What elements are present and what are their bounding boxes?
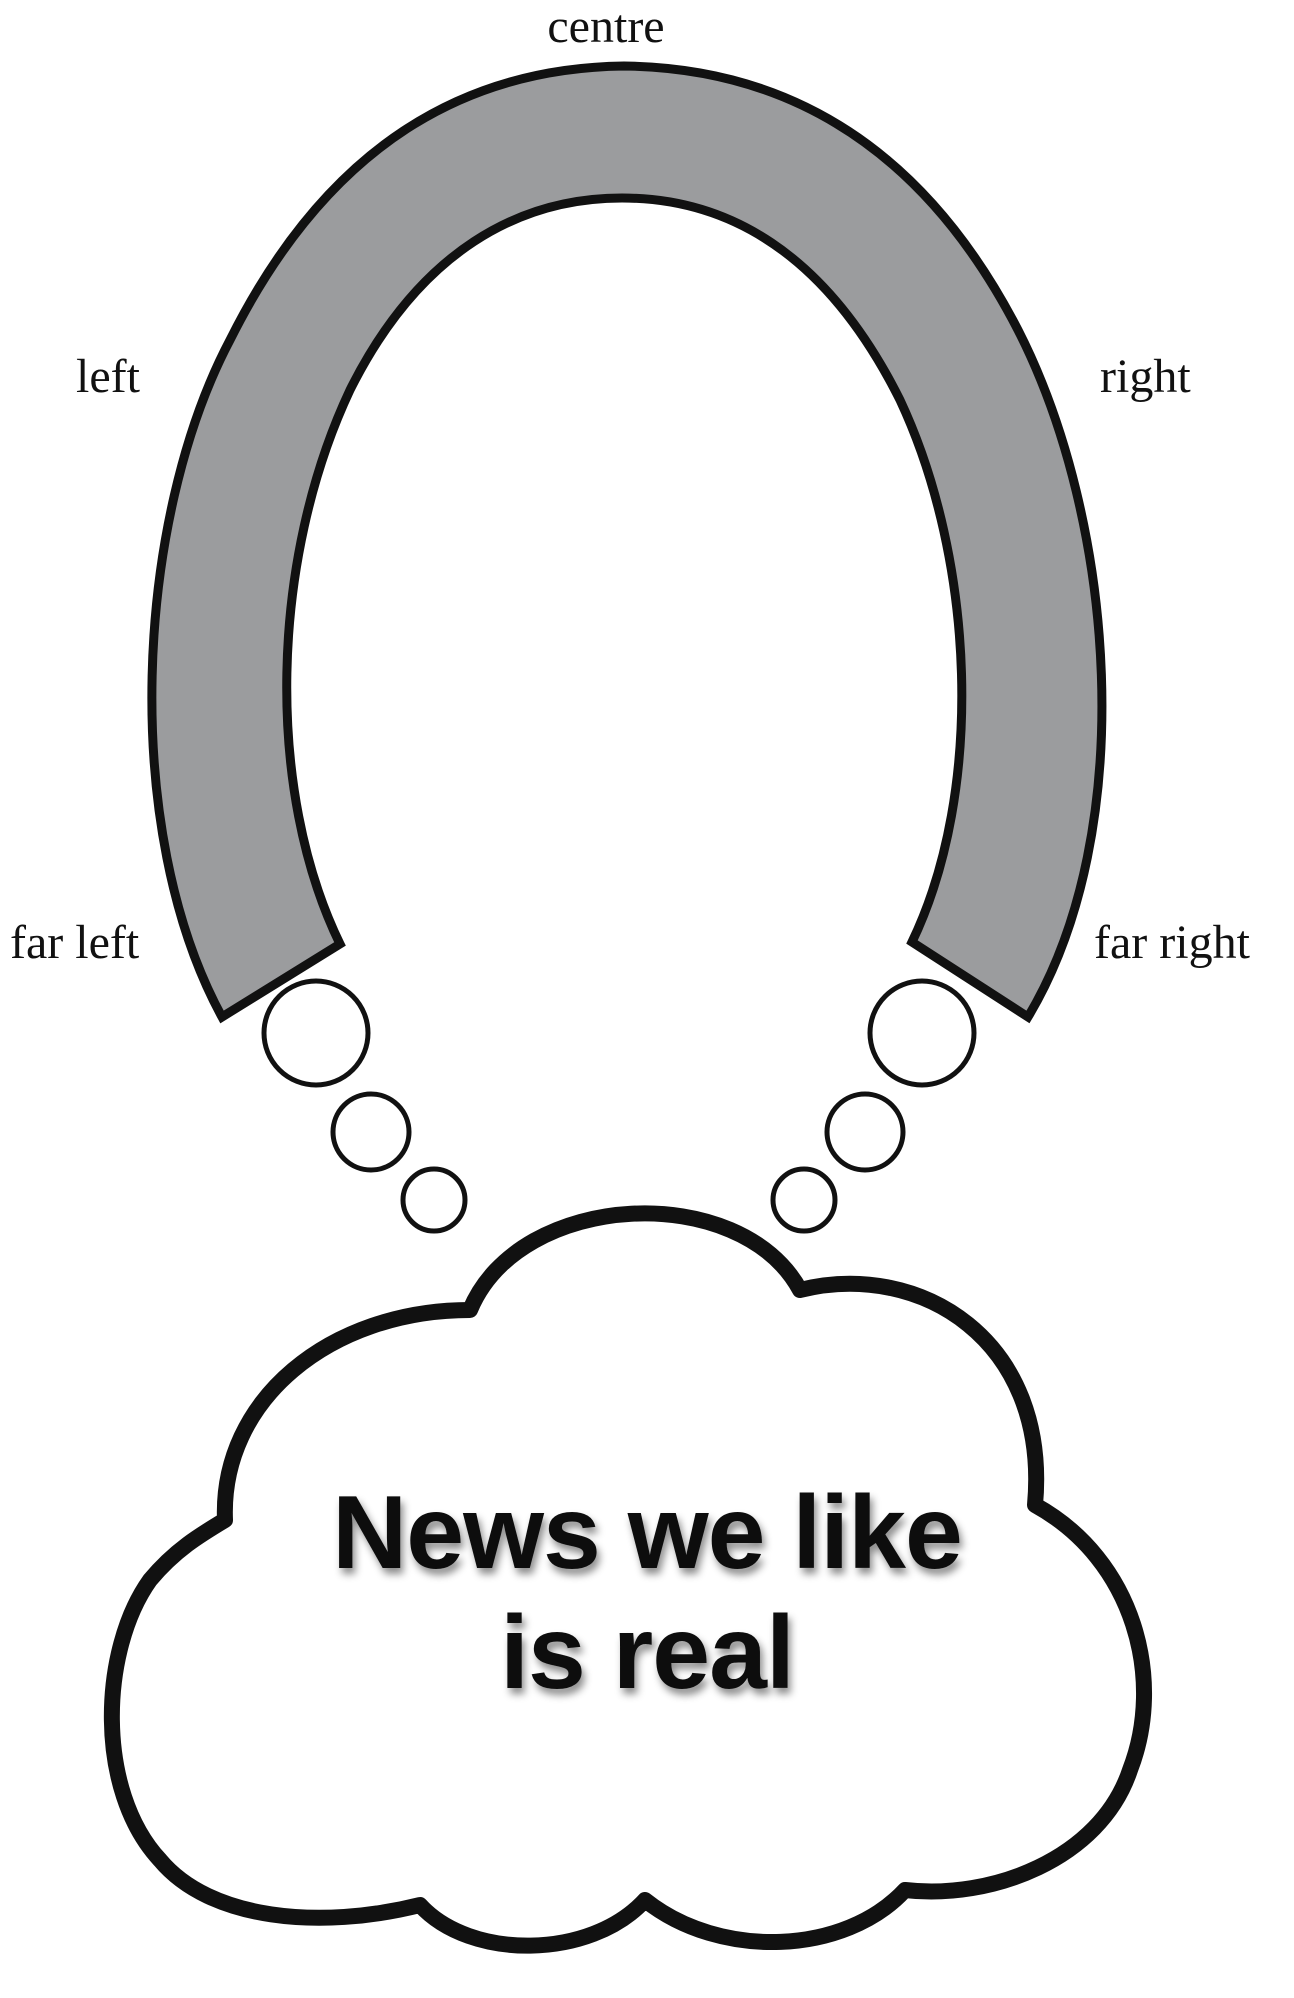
cloud-text-line-2: is real bbox=[500, 1595, 794, 1711]
label-far-right: far right bbox=[1094, 916, 1251, 969]
label-far-left: far left bbox=[10, 916, 140, 969]
spectrum-arc bbox=[147, 61, 1107, 1024]
thought-cloud bbox=[103, 1205, 1153, 1954]
label-right: right bbox=[1100, 350, 1191, 403]
cloud-text-line-1: News we like bbox=[332, 1475, 962, 1591]
thought-bubble-right-small bbox=[770, 1166, 838, 1234]
thought-bubble-right-medium bbox=[824, 1091, 906, 1173]
thought-bubble-left-medium bbox=[330, 1091, 412, 1173]
thought-bubble-left-small bbox=[400, 1166, 468, 1234]
label-left: left bbox=[76, 350, 141, 403]
label-centre: centre bbox=[547, 0, 664, 53]
thought-bubble-left-large bbox=[261, 978, 371, 1088]
thought-bubble-right-large bbox=[867, 978, 977, 1088]
